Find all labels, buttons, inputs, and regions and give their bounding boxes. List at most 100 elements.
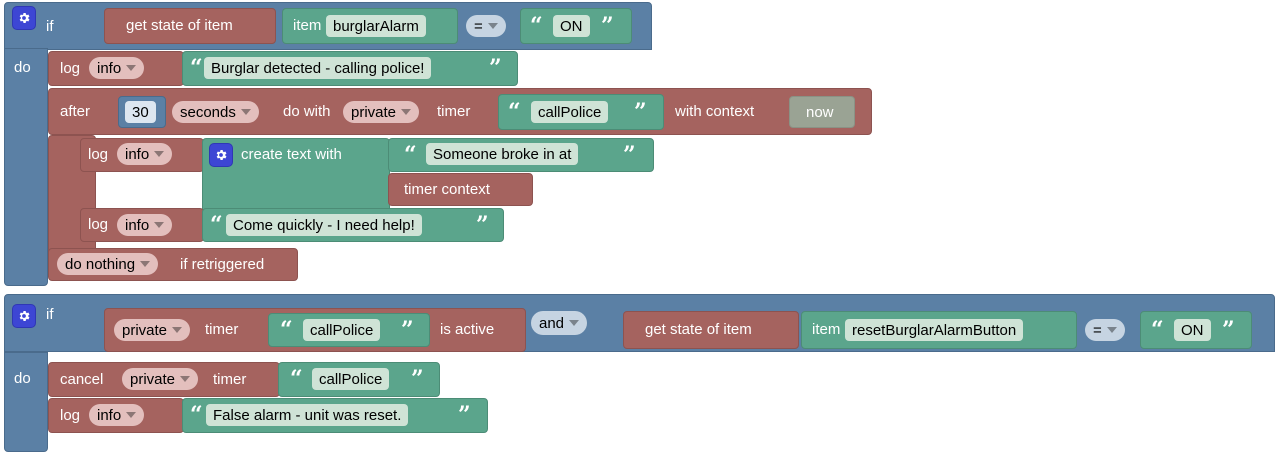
- timer-scope-dropdown-1[interactable]: private: [343, 101, 420, 123]
- close-quote-icon-5: ”: [476, 212, 489, 238]
- open-quote-icon-6: “: [280, 317, 293, 343]
- timer-scope-text-1: private: [351, 103, 397, 121]
- duration-field[interactable]: 30: [125, 101, 156, 123]
- log-level-text-3: info: [125, 216, 150, 234]
- get-state-of-item-label-2: get state of item: [645, 321, 752, 338]
- log-message-field-3[interactable]: Come quickly - I need help!: [226, 214, 422, 236]
- rule-1-body-spine[interactable]: [4, 48, 48, 286]
- timer-name-field-3[interactable]: callPolice: [312, 368, 390, 390]
- item-label-2: item: [812, 321, 841, 338]
- close-quote-icon-7: ”: [1222, 317, 1235, 343]
- context-now-block[interactable]: [789, 96, 855, 128]
- open-quote-icon-1: “: [530, 13, 543, 39]
- log-level-text-4: info: [97, 406, 122, 424]
- gear-icon[interactable]: [12, 6, 36, 30]
- close-quote-icon-2: ”: [489, 55, 502, 81]
- gear-icon[interactable]: [209, 143, 233, 167]
- chevron-down-icon: [569, 320, 580, 326]
- open-quote-icon-4: “: [404, 142, 417, 168]
- close-quote-icon-4: ”: [623, 142, 636, 168]
- create-text-part-1-field[interactable]: Someone broke in at: [426, 143, 579, 165]
- item-name-field-2[interactable]: resetBurglarAlarmButton: [845, 319, 1024, 341]
- item-name-field-1[interactable]: burglarAlarm: [326, 15, 426, 37]
- create-text-with-label: create text with: [241, 146, 342, 163]
- log-label-1: log: [60, 60, 81, 77]
- logic-operator-text: and: [539, 314, 565, 332]
- get-state-of-item-block-1[interactable]: [104, 8, 276, 44]
- chevron-down-icon: [487, 23, 498, 29]
- log-level-text-2: info: [125, 145, 150, 163]
- log-level-dropdown-2[interactable]: info: [117, 143, 173, 165]
- cancel-timer-scope-text: private: [130, 370, 176, 388]
- close-quote-icon-6: ”: [401, 317, 414, 343]
- log-level-dropdown-4[interactable]: info: [89, 404, 145, 426]
- duration-unit-text: seconds: [180, 103, 236, 121]
- after-label: after: [60, 103, 91, 120]
- open-quote-icon-9: “: [190, 402, 203, 428]
- on-text-field-2[interactable]: ON: [1174, 319, 1211, 341]
- timer-word-label-3: timer: [213, 371, 247, 388]
- timer-context-block[interactable]: [388, 173, 533, 206]
- chevron-down-icon: [401, 109, 412, 115]
- close-quote-icon-1: ”: [601, 13, 614, 39]
- timer-word-label-1: timer: [437, 103, 471, 120]
- timer-is-active-label: is active: [440, 321, 495, 338]
- close-quote-icon-9: ”: [458, 402, 471, 428]
- log-level-dropdown-1[interactable]: info: [89, 57, 145, 79]
- log-level-text-1: info: [97, 59, 122, 77]
- log-message-field-1[interactable]: Burglar detected - calling police!: [204, 57, 432, 79]
- chevron-down-icon: [180, 376, 191, 382]
- retrigger-label: if retriggered: [180, 256, 265, 273]
- rule-1-if-label: if: [46, 18, 54, 35]
- rule-2-if-label: if: [46, 306, 54, 323]
- rule-2-do-label: do: [14, 370, 31, 387]
- get-state-of-item-block-2[interactable]: [623, 311, 799, 349]
- close-quote-icon-3: ”: [634, 99, 647, 125]
- logic-operator-dropdown[interactable]: and: [531, 311, 588, 335]
- with-context-label: with context: [675, 103, 755, 120]
- chevron-down-icon: [126, 65, 137, 71]
- open-quote-icon-7: “: [1151, 317, 1164, 343]
- timer-scope-dropdown-2[interactable]: private: [114, 319, 191, 341]
- retrigger-action-dropdown[interactable]: do nothing: [57, 253, 159, 275]
- cancel-label: cancel: [60, 371, 104, 388]
- chevron-down-icon: [154, 222, 165, 228]
- operator-text-1: =: [474, 17, 483, 35]
- chevron-down-icon: [1106, 327, 1117, 333]
- do-with-label: do with: [283, 103, 331, 120]
- gear-icon[interactable]: [12, 304, 36, 328]
- open-quote-icon-5: “: [210, 212, 223, 238]
- create-text-block[interactable]: [202, 138, 390, 220]
- timer-context-label: timer context: [404, 181, 490, 198]
- comparison-operator-dropdown-2[interactable]: =: [1085, 319, 1125, 341]
- log-level-dropdown-3[interactable]: info: [117, 214, 173, 236]
- timer-word-label-2: timer: [205, 321, 239, 338]
- on-text-field-1[interactable]: ON: [553, 15, 590, 37]
- open-quote-icon-8: “: [290, 366, 303, 392]
- open-quote-icon-2: “: [190, 55, 203, 81]
- operator-text-2: =: [1093, 321, 1102, 339]
- chevron-down-icon: [240, 109, 251, 115]
- duration-unit-dropdown[interactable]: seconds: [172, 101, 259, 123]
- comparison-operator-dropdown-1[interactable]: =: [466, 15, 506, 37]
- chevron-down-icon: [172, 327, 183, 333]
- log-label-3: log: [88, 216, 109, 233]
- chevron-down-icon: [126, 412, 137, 418]
- timer-name-field-2[interactable]: callPolice: [303, 319, 381, 341]
- chevron-down-icon: [154, 151, 165, 157]
- timer-name-field-1[interactable]: callPolice: [531, 101, 609, 123]
- retrigger-action-text: do nothing: [65, 255, 136, 273]
- log-label-4: log: [60, 407, 81, 424]
- log-message-field-4[interactable]: False alarm - unit was reset.: [206, 404, 409, 426]
- open-quote-icon-3: “: [508, 99, 521, 125]
- close-quote-icon-8: ”: [411, 366, 424, 392]
- item-label-1: item: [293, 17, 322, 34]
- get-state-of-item-label-1: get state of item: [126, 17, 233, 34]
- cancel-timer-scope-dropdown[interactable]: private: [122, 368, 199, 390]
- context-now-label: now: [806, 104, 834, 121]
- log-label-2: log: [88, 146, 109, 163]
- rule-2-body-spine[interactable]: [4, 352, 48, 452]
- chevron-down-icon: [140, 261, 151, 267]
- timer-scope-text-2: private: [122, 321, 168, 339]
